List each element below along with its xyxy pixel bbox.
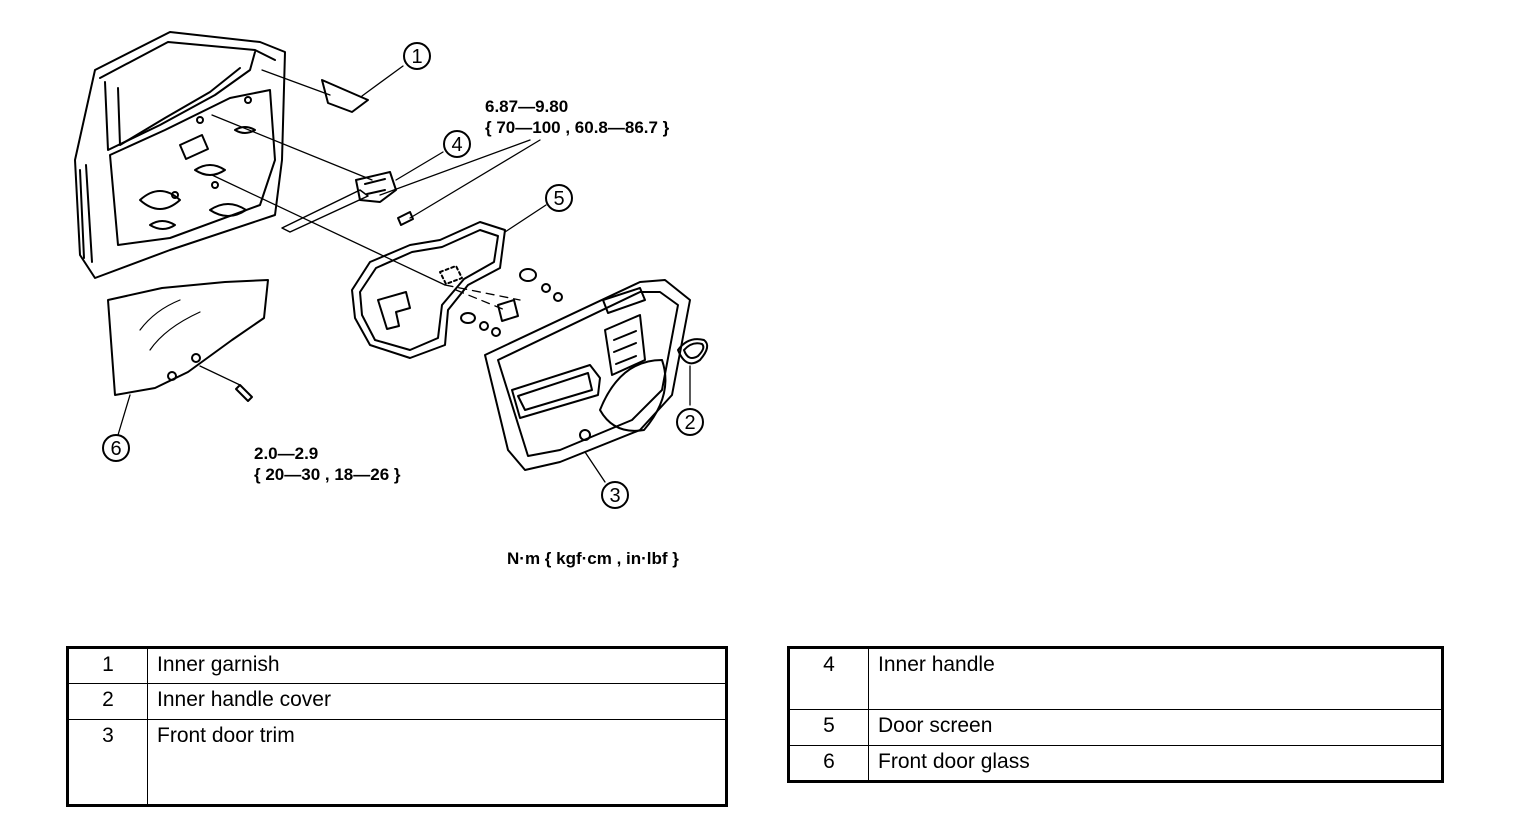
clip-icons xyxy=(460,268,563,337)
torque-upper-alt: { 70—100 , 60.8—86.7 } xyxy=(485,118,670,137)
part-name: Front door trim xyxy=(147,719,727,806)
callout-5: 5 xyxy=(545,184,573,212)
part-name: Front door glass xyxy=(868,745,1443,782)
door-screen-part xyxy=(351,204,547,359)
part-number: 3 xyxy=(67,719,148,806)
part-name: Door screen xyxy=(868,709,1443,746)
inner-handle-cover-part xyxy=(677,338,709,406)
screw-icon xyxy=(397,211,414,226)
exploded-door-diagram: 1 2 3 4 5 6 xyxy=(74,31,709,509)
parts-table-right: 4 Inner handle 5 Door screen 6 Front doo… xyxy=(787,646,1444,783)
torque-lower-alt: { 20—30 , 18—26 } xyxy=(254,465,401,484)
part-name: Inner handle cover xyxy=(147,683,727,720)
part-name: Inner garnish xyxy=(147,647,727,684)
table-row: 6 Front door glass xyxy=(788,745,1443,782)
table-row: 2 Inner handle cover xyxy=(67,683,727,720)
table-row: 5 Door screen xyxy=(788,709,1443,746)
callout-2: 2 xyxy=(676,408,704,436)
front-door-glass-part xyxy=(107,279,269,436)
svg-text:6: 6 xyxy=(110,438,121,460)
part-number: 5 xyxy=(788,709,869,746)
table-row: 4 Inner handle xyxy=(788,647,1443,710)
svg-text:5: 5 xyxy=(553,188,564,210)
parts-table-left: 1 Inner garnish 2 Inner handle cover 3 F… xyxy=(66,646,728,807)
torque-lower-nm: 2.0—2.9 xyxy=(254,444,319,463)
svg-text:2: 2 xyxy=(684,412,695,434)
part-name: Inner handle xyxy=(868,647,1443,710)
part-number: 2 xyxy=(67,683,148,720)
units-note: N·m { kgf·cm , in·lbf } xyxy=(507,549,679,568)
callout-6: 6 xyxy=(102,434,130,462)
inner-handle-part xyxy=(281,151,444,233)
leader-lines xyxy=(211,69,541,301)
callout-4: 4 xyxy=(443,130,471,158)
torque-spec-lower: 2.0—2.9 { 20—30 , 18—26 } xyxy=(254,443,400,485)
torque-upper-nm: 6.87—9.80 xyxy=(485,97,569,116)
svg-text:4: 4 xyxy=(451,134,462,156)
part-number: 1 xyxy=(67,647,148,684)
svg-text:3: 3 xyxy=(609,485,620,507)
svg-text:1: 1 xyxy=(411,46,422,68)
torque-spec-upper: 6.87—9.80 { 70—100 , 60.8—86.7 } xyxy=(485,96,669,138)
front-door-trim-part xyxy=(484,279,691,483)
table-row: 3 Front door trim xyxy=(67,719,727,806)
door-shell xyxy=(74,31,286,279)
part-number: 4 xyxy=(788,647,869,710)
callout-3: 3 xyxy=(601,481,629,509)
bolt-icon xyxy=(235,384,253,402)
callout-1: 1 xyxy=(403,42,431,70)
table-row: 1 Inner garnish xyxy=(67,647,727,684)
inner-garnish-part xyxy=(321,79,369,113)
part-number: 6 xyxy=(788,745,869,782)
